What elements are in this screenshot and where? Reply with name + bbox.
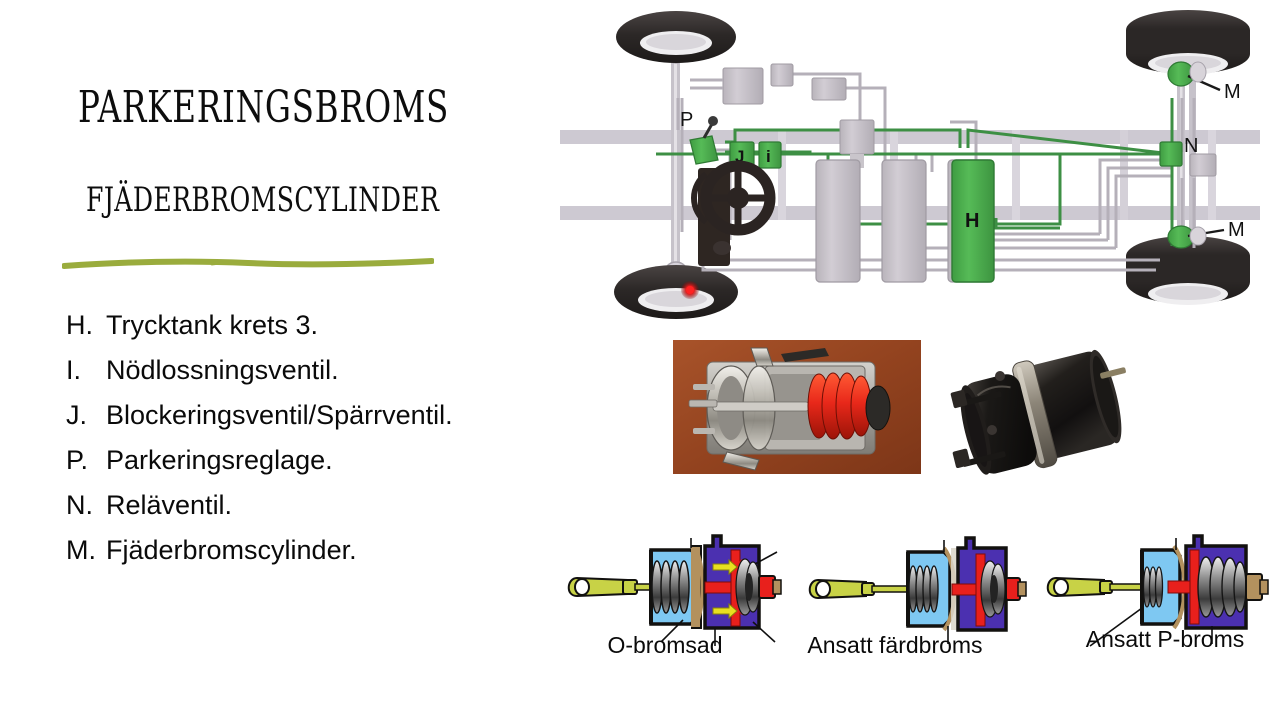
relay-valve-N [1159, 141, 1217, 177]
left-content-column: PARKERINGSBROMS FJÄDERBROMSCYLINDER H. T… [0, 0, 540, 720]
list-item: P. Parkeringsreglage. [66, 438, 536, 483]
title-underline-squiggle [62, 258, 434, 269]
steering-wheel-and-pedals [691, 160, 776, 266]
front-axle [662, 36, 690, 287]
leader-lines [1089, 538, 1213, 647]
tire-front-right [614, 265, 738, 319]
chassis-label-H: H [965, 210, 979, 232]
tire-front-left [616, 11, 736, 63]
expanded-spring [1197, 556, 1247, 618]
chassis-brake-system-diagram: P J i [560, 2, 1260, 320]
front-valve-group [690, 63, 847, 105]
tire-rear-right [1126, 236, 1250, 305]
list-item: H. Trycktank krets 3. [66, 303, 536, 348]
legend-text: Nödlossningsventil. [106, 355, 339, 385]
chassis-label-M-front: M [1224, 81, 1241, 103]
list-item: J. Blockeringsventil/Spärrventil. [66, 393, 536, 438]
list-item: M. Fjäderbromscylinder. [66, 528, 536, 573]
compressed-spring [908, 565, 939, 613]
leader-lines [943, 540, 949, 644]
page-title: PARKERINGSBROMS [78, 82, 450, 133]
legend-text: Blockeringsventil/Spärrventil. [106, 400, 453, 430]
legend-key: I. [66, 355, 82, 385]
photo-spring-brake-chamber [940, 336, 1128, 496]
chassis-label-J: J [735, 147, 744, 166]
clevis-eye [567, 576, 652, 598]
figure-ansatt-fardbroms [808, 514, 1048, 664]
page-subtitle: FJÄDERBROMSCYLINDER [86, 180, 440, 220]
tire-rear-left [1126, 10, 1250, 75]
chassis-label-M-rear: M [1228, 219, 1245, 241]
clevis-eye [808, 578, 909, 600]
photo-cutaway-spring-brake [673, 340, 921, 474]
spring-brake-cylinder-front [1167, 61, 1221, 92]
legend-key: N. [66, 490, 93, 520]
air-tank-H [951, 159, 995, 283]
airflow-arrows [712, 558, 738, 620]
chassis-label-i: i [766, 147, 771, 166]
list-item: I. Nödlossningsventil. [66, 348, 536, 393]
chassis-label-N: N [1184, 135, 1198, 157]
legend-text: Trycktank krets 3. [106, 310, 319, 340]
legend-text: Reläventil. [106, 490, 233, 520]
valve-block-i [758, 141, 782, 169]
legend-key: H. [66, 310, 93, 340]
figure-o-bromsad [565, 512, 805, 662]
legend-list: H. Trycktank krets 3. I. Nödlossningsven… [66, 303, 536, 573]
leader-lines [660, 538, 778, 646]
legend-text: Parkeringsreglage. [106, 445, 333, 475]
clevis-eye [1046, 576, 1143, 598]
legend-key: M. [66, 535, 96, 565]
legend-key: J. [66, 400, 88, 430]
chassis-label-P: P [680, 109, 693, 131]
list-item: N. Reläventil. [66, 483, 536, 528]
legend-text: Fjäderbromscylinder. [106, 535, 357, 565]
figure-caption-o-bromsad: O-bromsad [607, 632, 723, 658]
figure-caption-ansatt-p-broms: Ansatt P-broms [1085, 626, 1245, 652]
figure-caption-ansatt-fardbroms: Ansatt färdbroms [807, 632, 983, 658]
diaphragm-stack [980, 560, 1006, 618]
parking-brake-lever[interactable] [689, 116, 719, 165]
compressed-spring [651, 560, 690, 614]
diaphragm-stack [735, 558, 761, 616]
figure-ansatt-p-broms [1046, 512, 1280, 662]
legend-key: P. [66, 445, 89, 475]
relaxed-spring [1142, 566, 1164, 608]
spring-brake-cylinder-rear [1167, 225, 1225, 249]
